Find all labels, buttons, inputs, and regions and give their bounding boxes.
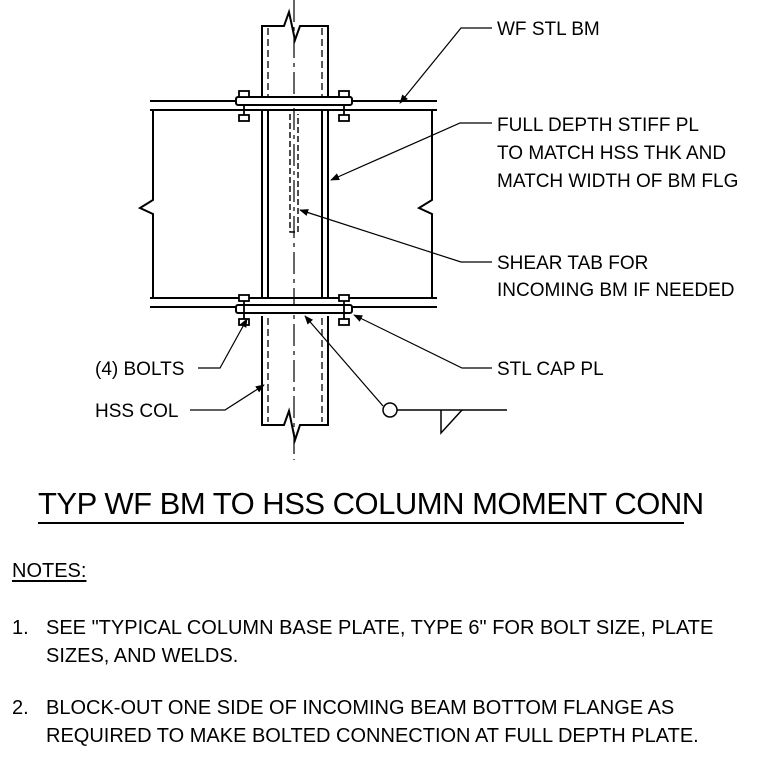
leader-weld [304,315,384,407]
weld-all-around-icon [382,402,398,418]
cap-plate-top [235,96,353,106]
label-stiff-pl-line-1: FULL DEPTH STIFF PL [497,115,699,136]
label-shear-tab-line-1: SHEAR TAB FOR [497,253,648,274]
label-stiff-pl-line-2: TO MATCH HSS THK AND [497,143,726,164]
note-number: 2. [12,697,29,719]
beam-left-break-line [137,110,154,298]
fillet-weld-icon [440,409,463,435]
leader-shear-tab [299,209,492,263]
note-text: BLOCK-OUT ONE SIDE OF INCOMING BEAM BOTT… [46,697,699,747]
full-depth-stiffener-plate [261,110,329,298]
leader-wf-stl-bm [399,27,492,104]
detail-title: TYP WF BM TO HSS COLUMN MOMENT CONN [38,486,704,521]
bolt-bottom-right [338,294,350,326]
wf-beam [137,100,437,308]
note-text: SEE "TYPICAL COLUMN BASE PLATE, TYPE 6" … [46,617,714,667]
leader-lines [190,27,492,411]
leader-stiff-pl [330,122,492,181]
cap-plate-bottom [235,304,353,314]
label-shear-tab-line-2: INCOMING BM IF NEEDED [497,280,735,301]
leader-bolts [198,318,248,369]
connection-detail-drawing: WF STL BM FULL DEPTH STIFF PL TO MATCH H… [95,0,738,460]
leader-stl-cap-pl [353,314,492,369]
leader-hss-col [190,384,265,411]
callout-labels: WF STL BM FULL DEPTH STIFF PL TO MATCH H… [95,19,738,422]
beam-right-break-line [416,110,433,298]
steel-cap-plates [235,96,353,314]
bolt-top-right [338,90,350,122]
note-number: 1. [12,617,29,639]
weld-symbol [382,402,507,435]
hss-column-lower [261,316,329,444]
title-underline [38,522,684,524]
shear-tab [289,114,299,233]
bolt-top-left [238,90,250,122]
label-stiff-pl-line-3: MATCH WIDTH OF BM FLG [497,171,738,192]
label-bolts: (4) BOLTS [95,359,184,380]
notes-heading: NOTES: [12,560,87,582]
label-hss-col: HSS COL [95,401,178,422]
label-wf-stl-bm: WF STL BM [497,19,600,40]
hss-column-upper [261,8,329,98]
label-stl-cap-pl: STL CAP PL [497,359,604,380]
